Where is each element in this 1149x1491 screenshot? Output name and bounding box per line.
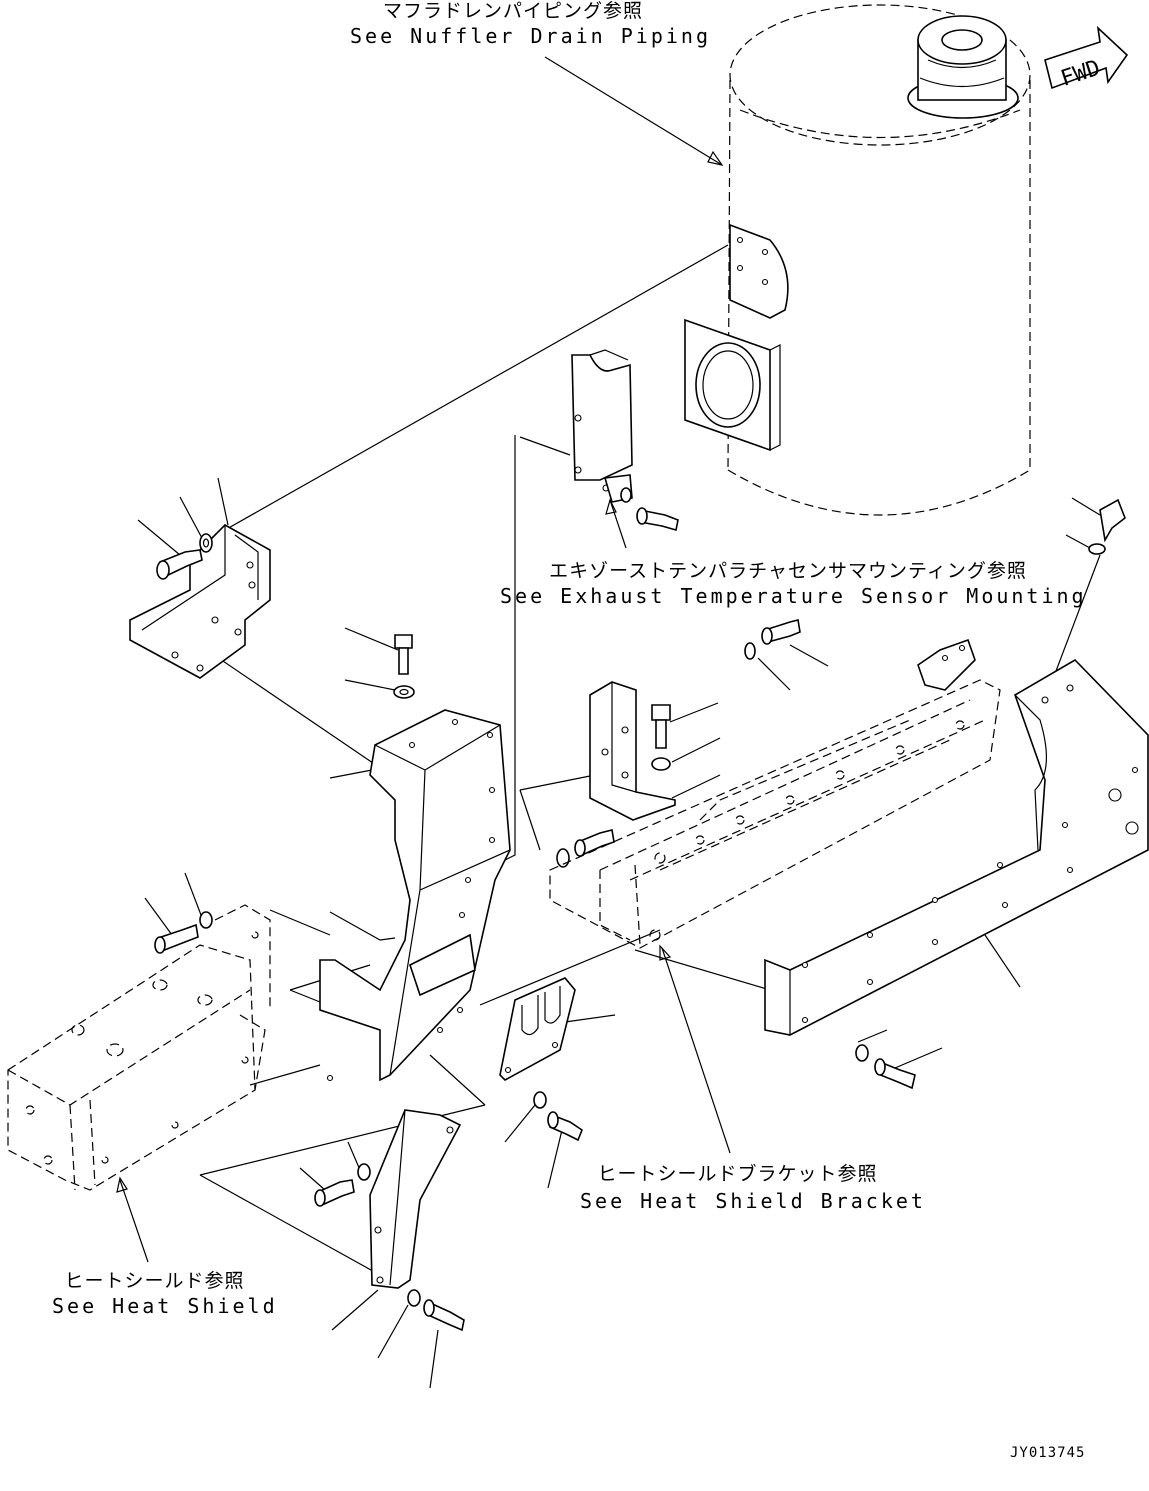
heat-shield-bracket-label-en: See Heat Shield Bracket	[580, 1189, 926, 1213]
washer-icon	[1088, 543, 1106, 555]
washer-icon	[744, 642, 756, 660]
washer-icon	[357, 1163, 371, 1181]
muffler-outline	[684, 4, 1031, 516]
bolt-icon	[874, 1058, 916, 1090]
muffler-drain-label-jp: マフラドレンパイピング参照	[382, 0, 643, 22]
heat-shield-label-en: See Heat Shield	[52, 1294, 278, 1318]
fwd-arrow-icon: FWD	[1044, 25, 1129, 92]
right-side-beam	[764, 658, 1149, 1036]
heat-shield-label-jp: ヒートシールド参照	[64, 1270, 245, 1292]
small-angle-bracket	[589, 681, 676, 821]
heat-shield-mount-bracket	[319, 709, 511, 1082]
bolt-icon	[156, 549, 203, 580]
bolt-icon	[651, 704, 671, 749]
bolt-icon	[314, 1179, 355, 1207]
bolt-icon	[1099, 498, 1126, 543]
exhaust-sensor-label-en: See Exhaust Temperature Sensor Mounting	[500, 584, 1087, 608]
fork-plate	[499, 977, 576, 1081]
bolt-icon	[761, 619, 801, 645]
lower-shield-bracket	[369, 1109, 462, 1289]
sensor-bracket	[571, 349, 633, 503]
washer-icon	[407, 1289, 421, 1307]
muffler-drain-label-en: See Nuffler Drain Piping	[350, 24, 711, 48]
muffler-support-bracket	[129, 524, 271, 679]
bolt-icon	[394, 634, 413, 675]
washer-icon	[855, 1044, 869, 1062]
bolt-icon	[154, 923, 199, 954]
heat-shield-bracket-label-jp: ヒートシールドブラケット参照	[597, 1163, 878, 1185]
washer-icon	[199, 911, 213, 929]
washer-icon	[393, 685, 415, 699]
washer-icon	[533, 1091, 547, 1109]
heat-shield-outline	[7, 904, 271, 1191]
bolt-icon	[423, 1299, 465, 1332]
bolt-icon	[636, 507, 679, 532]
frame-rail-outline	[549, 638, 1001, 949]
washer-icon	[199, 533, 213, 553]
drawing-id: JY013745	[1010, 1445, 1086, 1461]
bolt-icon	[547, 1111, 583, 1142]
bolt-icon	[574, 829, 615, 857]
washer-icon	[651, 757, 671, 771]
exhaust-sensor-label-jp: エキゾーストテンパラチャセンサマウンティング参照	[549, 560, 1027, 582]
